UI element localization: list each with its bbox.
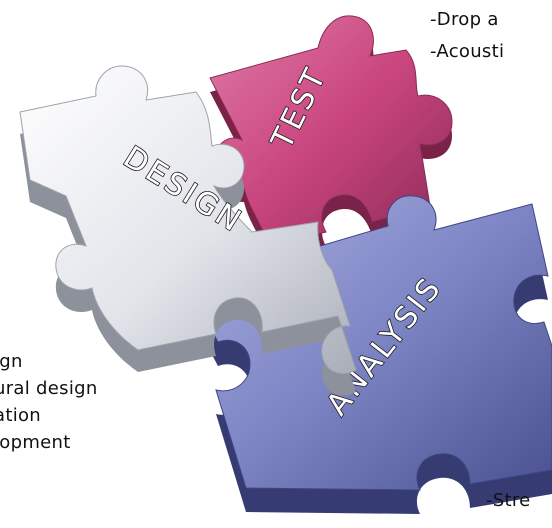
note-drop: -Drop a <box>430 9 499 30</box>
design-piece: DESIGN <box>19 65 357 396</box>
note-design: ign <box>0 351 23 372</box>
note-acoustic: -Acousti <box>430 41 505 62</box>
note-simulation: ation <box>0 405 42 426</box>
left-notes: ign ural design ation lopment <box>0 348 98 456</box>
top-right-notes: -Drop a -Acousti <box>430 4 504 68</box>
note-stress: -Stre <box>486 490 531 511</box>
bottom-right-notes: -Stre <box>486 490 531 512</box>
note-structural-design: ural design <box>0 378 98 399</box>
test-piece: TEST <box>209 15 453 261</box>
note-development: lopment <box>0 432 71 453</box>
